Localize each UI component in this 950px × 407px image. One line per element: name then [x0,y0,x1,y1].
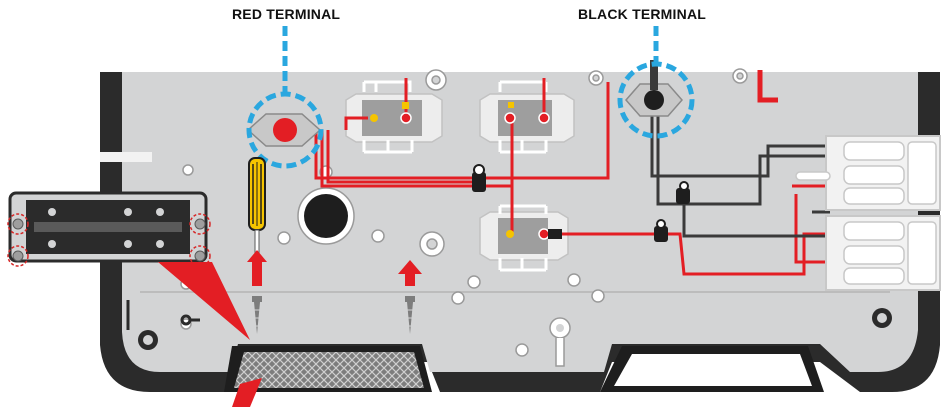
black-wires [650,112,830,238]
switch-block-1 [345,80,443,154]
right-connector-blocks [795,135,941,291]
left-bracket [8,191,208,263]
handle-mesh [224,346,824,392]
wire-connectors [472,164,690,242]
bracket-screws [7,213,211,267]
red-terminal-nut [246,91,324,169]
red-terminal-callout-circle [246,91,324,169]
black-terminal-nut [617,60,695,139]
switch-block-3 [479,204,569,272]
callout-wedge [158,262,250,340]
red-terminal-label: RED TERMINAL [232,6,341,22]
screw-icon [252,296,415,334]
black-terminal-label: BLACK TERMINAL [578,6,707,22]
black-terminal-callout-circle [617,61,695,139]
red-arrow-tail [232,378,262,407]
panel-tab [100,152,152,162]
red-wires [314,72,830,276]
up-arrow-icon [247,250,422,286]
